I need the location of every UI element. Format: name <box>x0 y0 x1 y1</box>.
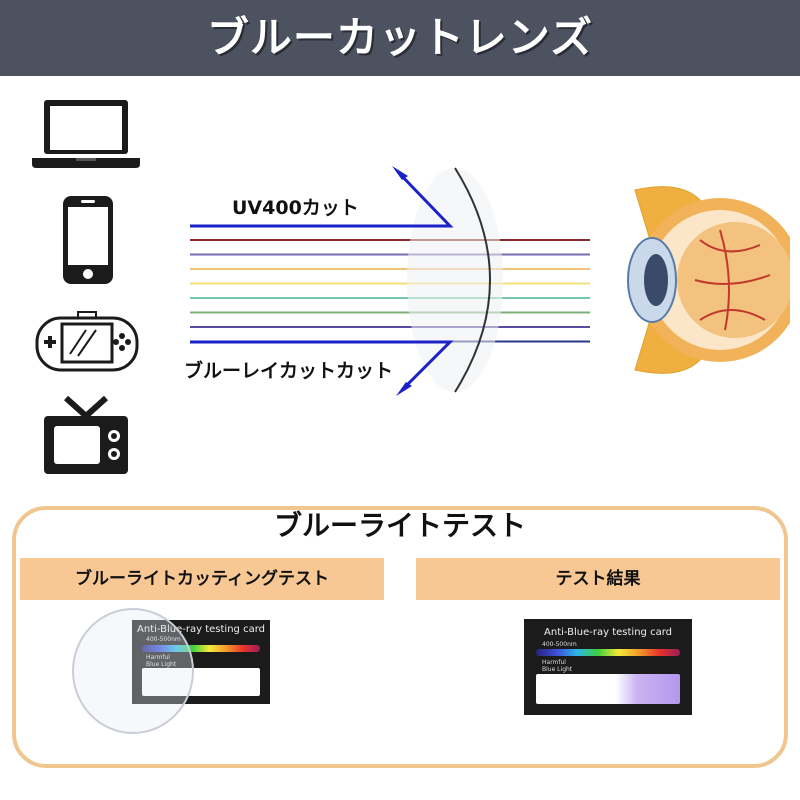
card-title-right: Anti-Blue-ray testing card <box>544 627 672 638</box>
left-subheader: ブルーライトカッティングテスト <box>20 558 384 600</box>
blue-arrow-head <box>396 382 412 396</box>
cutting-test-label: ブルーライトカッティングテスト <box>75 569 329 589</box>
tv-icon <box>42 395 132 482</box>
header-bar: ブルーカットレンズ <box>0 0 800 76</box>
lens-body <box>407 168 503 392</box>
uv-reflect-arrow <box>190 170 454 228</box>
card-bluelight-right: Blue Light <box>542 666 573 673</box>
blue-reflect-arrow <box>190 340 454 392</box>
laptop-icon <box>30 98 142 174</box>
page-title: ブルーカットレンズ <box>206 13 594 62</box>
test-window-right <box>536 674 680 704</box>
card-harmful-right: Harmful <box>542 659 566 666</box>
smartphone-icon <box>62 195 114 289</box>
card-title-left: Anti-Blue-ray testing card <box>137 624 265 635</box>
light-rays <box>190 239 590 343</box>
card-range-right: 400-500nm <box>542 641 577 648</box>
lens-sample <box>72 608 194 734</box>
uv-arrow-head <box>392 166 408 180</box>
spectrum-bar-right <box>536 649 680 656</box>
uv-cut-label: UV400カット <box>232 197 359 219</box>
ray-diagram <box>190 166 790 396</box>
testing-card-right: Anti-Blue-ray testing card 400-500nm Har… <box>524 619 692 715</box>
right-subheader: テスト結果 <box>416 558 780 600</box>
spectrum-bar-left <box>142 645 260 652</box>
test-section-title: ブルーライトテスト <box>273 509 526 542</box>
blue-ray-cut-label: ブルーレイカットカット <box>184 360 394 382</box>
eye-illustration <box>627 186 790 374</box>
lens-edge <box>454 167 491 393</box>
game-console-icon <box>34 310 140 380</box>
test-result-label: テスト結果 <box>555 569 641 589</box>
